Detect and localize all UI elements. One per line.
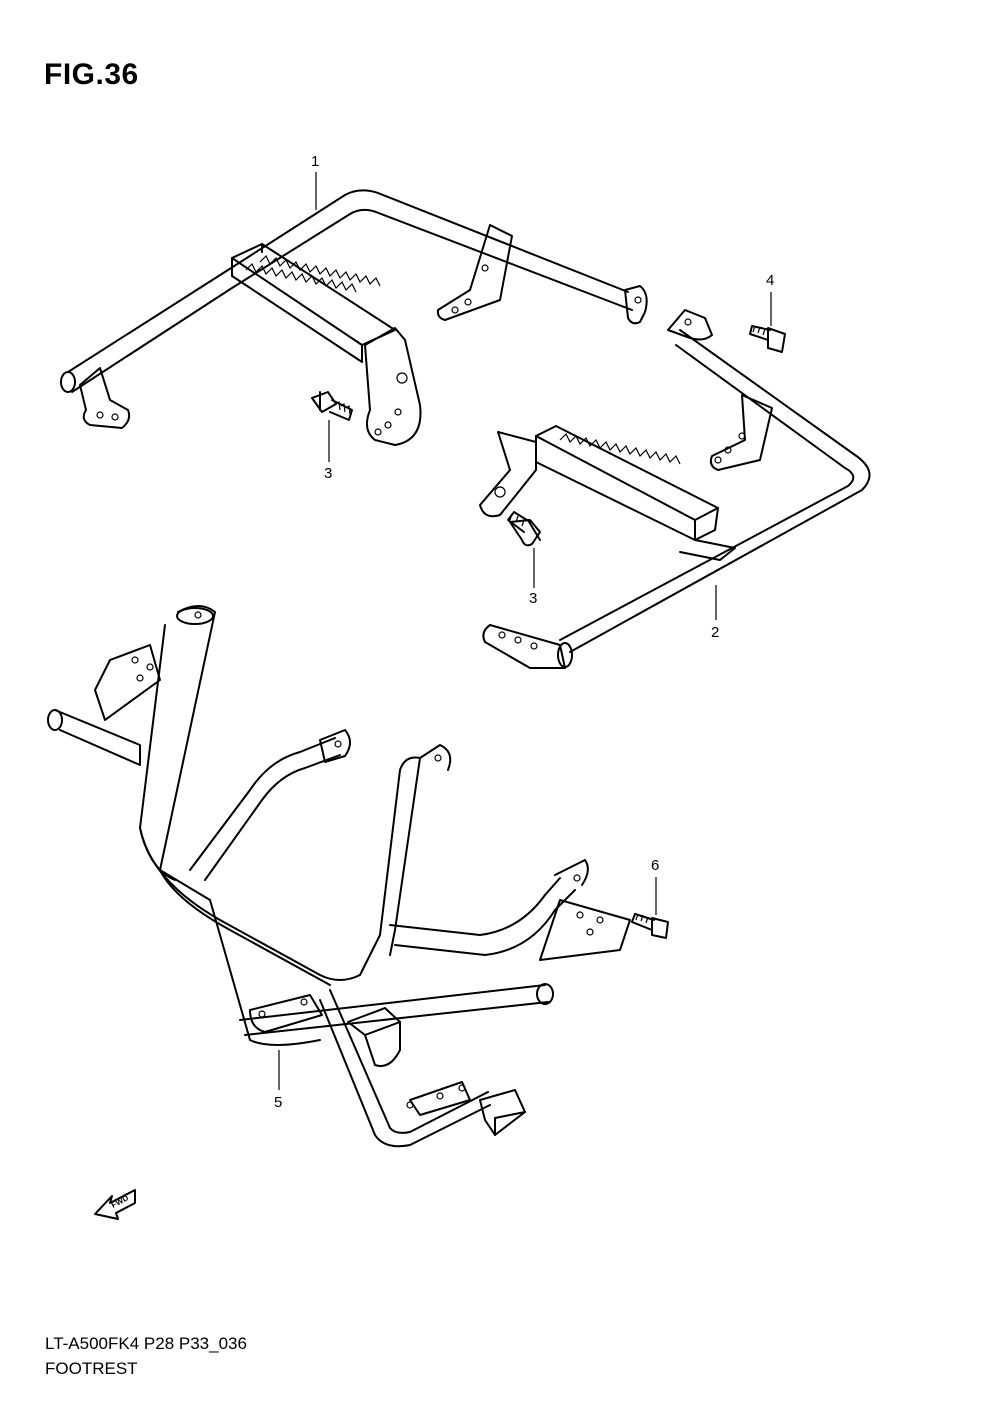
callout-2: 2 (711, 624, 719, 641)
model-code: LT-A500FK4 P28 P33_036 (45, 1334, 247, 1353)
bolt-6 (631, 913, 669, 939)
callout-6: 6 (651, 857, 659, 874)
section-name: FOOTREST (45, 1359, 138, 1378)
callout-3b: 3 (529, 590, 537, 607)
forward-arrow-icon: FWD (94, 1189, 136, 1220)
part-2-right-footrest-bar (479, 309, 871, 669)
part-5-footrest-frame (47, 605, 631, 1148)
callout-1: 1 (311, 153, 319, 170)
callout-3a: 3 (324, 465, 332, 482)
bolt-3-right (507, 511, 541, 547)
callout-5: 5 (274, 1094, 282, 1111)
bolt-3-left (311, 391, 353, 421)
part-1-left-footrest-bar (60, 189, 648, 446)
figure-title: FIG.36 (44, 58, 139, 91)
bolt-4 (749, 325, 786, 353)
callout-4: 4 (766, 272, 774, 289)
